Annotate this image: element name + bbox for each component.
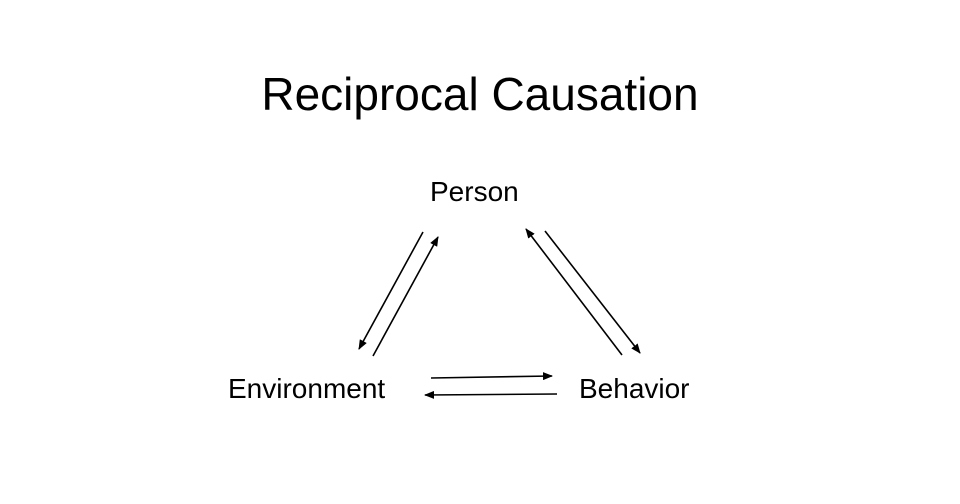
arrow-person-to-environment <box>358 231 424 350</box>
arrow-environment-to-person <box>372 236 439 357</box>
arrow-behavior-to-environment <box>424 390 558 399</box>
arrow-environment-to-behavior <box>430 372 553 381</box>
arrow-behavior-to-person <box>525 228 623 356</box>
arrow-person-to-behavior <box>544 230 641 354</box>
node-environment: Environment <box>228 373 386 404</box>
slide-title: Reciprocal Causation <box>261 68 699 120</box>
node-person: Person <box>430 176 519 207</box>
node-behavior: Behavior <box>579 373 690 404</box>
